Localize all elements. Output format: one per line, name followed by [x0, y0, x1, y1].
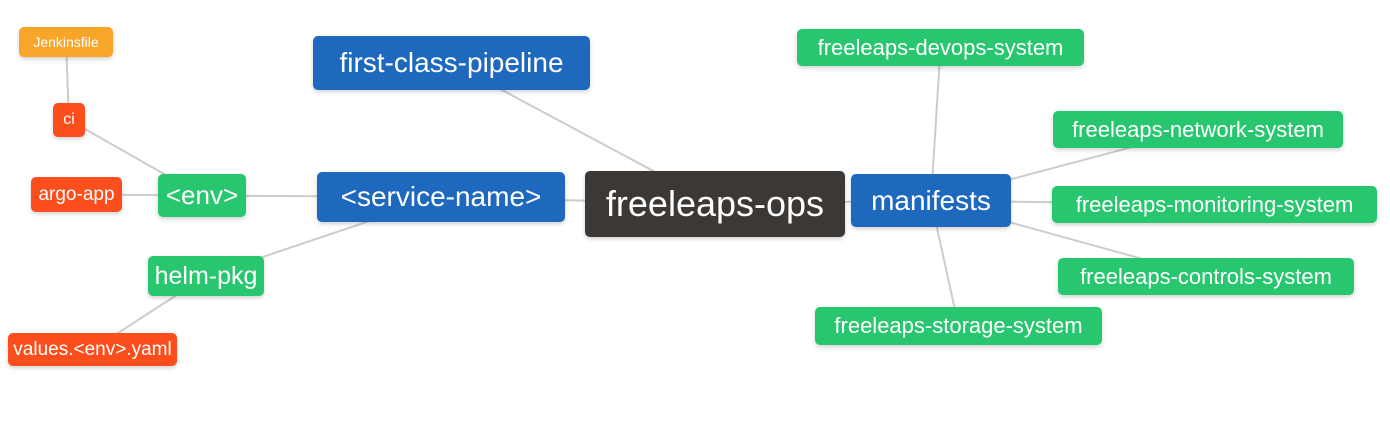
node-helm-pkg[interactable]: helm-pkg [148, 256, 264, 296]
node-argo-app[interactable]: argo-app [31, 177, 122, 212]
node-storage-system[interactable]: freeleaps-storage-system [815, 307, 1102, 345]
node-service-name[interactable]: <service-name> [317, 172, 565, 222]
node-first-class-pipeline[interactable]: first-class-pipeline [313, 36, 590, 90]
node-controls-system[interactable]: freeleaps-controls-system [1058, 258, 1354, 295]
node-freeleaps-ops[interactable]: freeleaps-ops [585, 171, 845, 237]
node-monitoring-system[interactable]: freeleaps-monitoring-system [1052, 186, 1377, 223]
node-env[interactable]: <env> [158, 174, 246, 217]
node-devops-system[interactable]: freeleaps-devops-system [797, 29, 1084, 66]
node-network-system[interactable]: freeleaps-network-system [1053, 111, 1343, 148]
node-values-env-yaml[interactable]: values.<env>.yaml [8, 333, 177, 366]
node-jenkinsfile[interactable]: Jenkinsfile [19, 27, 113, 57]
node-manifests[interactable]: manifests [851, 174, 1011, 227]
node-ci[interactable]: ci [53, 103, 85, 137]
